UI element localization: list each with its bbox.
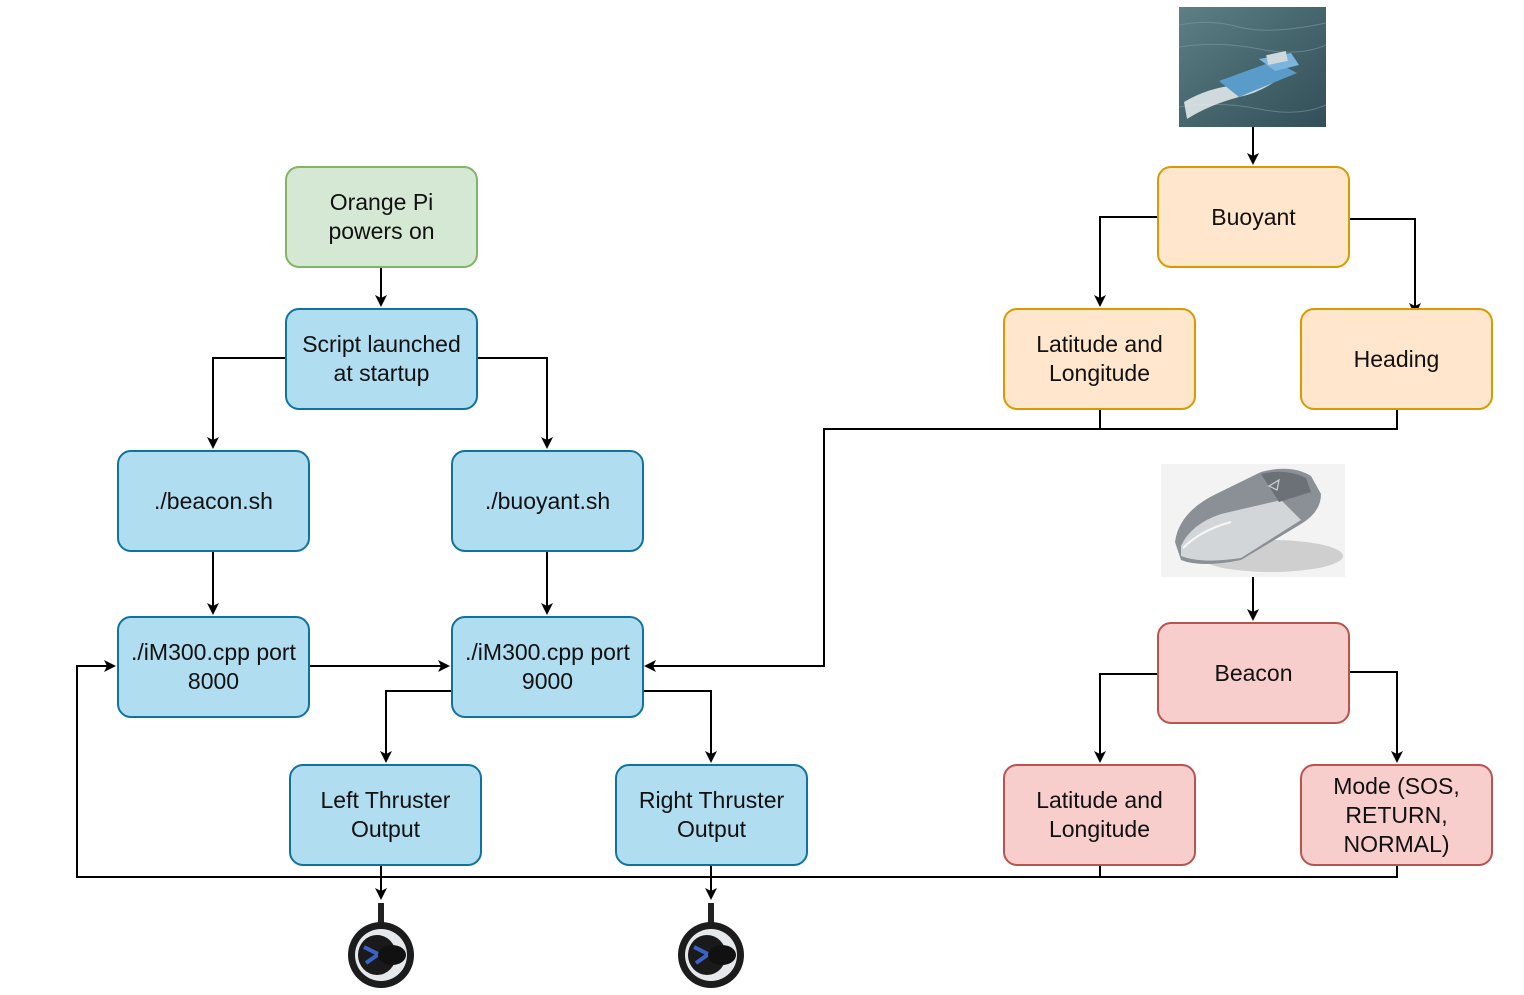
edge-im9000-left-thruster [380, 690, 451, 763]
script-launch-label: Script launched at startup [302, 331, 461, 386]
heading-node: Heading [1300, 308, 1493, 410]
right-thruster-motor-icon [678, 903, 744, 988]
buoyant-sh-label: ./buoyant.sh [484, 487, 611, 514]
beacon-label: Beacon [1214, 659, 1293, 686]
orange-pi-label: Orange Pi powers on [328, 189, 435, 244]
buoyant-label: Buoyant [1211, 203, 1296, 230]
im300-9000-node: ./iM300.cpp port 9000 [451, 616, 644, 718]
edge-beacon-data-im8000 [76, 666, 1398, 878]
buoyant-node: Buoyant [1157, 166, 1350, 268]
edge-buoyant-heading [1349, 218, 1421, 315]
edge-buoyant-data-im9000 [646, 409, 1398, 666]
beacon-latlon-label: Latitude and Longitude [1036, 787, 1163, 842]
edge-beacon-mode [1349, 671, 1403, 763]
buoyant-latlon-node: Latitude and Longitude [1003, 308, 1196, 410]
edge-im9000-right-thruster [643, 690, 717, 763]
edge-beacon-latlon [1094, 673, 1157, 763]
beacon-device-image [1161, 464, 1345, 577]
beacon-sh-node: ./beacon.sh [117, 450, 310, 552]
im300-8000-label: ./iM300.cpp port 8000 [131, 639, 296, 694]
im300-8000-node: ./iM300.cpp port 8000 [117, 616, 310, 718]
beacon-node: Beacon [1157, 622, 1350, 724]
edge-script-beacon-sh [207, 357, 285, 449]
orange-pi-node: Orange Pi powers on [285, 166, 478, 268]
im300-9000-label: ./iM300.cpp port 9000 [465, 639, 630, 694]
boat-photo-image [1179, 7, 1326, 127]
heading-label: Heading [1353, 345, 1440, 372]
buoyant-sh-node: ./buoyant.sh [451, 450, 644, 552]
mode-node: Mode (SOS, RETURN, NORMAL) [1300, 764, 1493, 866]
buoyant-latlon-label: Latitude and Longitude [1036, 331, 1163, 386]
script-launch-node: Script launched at startup [285, 308, 478, 410]
left-thruster-motor-icon [348, 903, 414, 988]
left-thruster-label: Left Thruster Output [320, 787, 451, 842]
mode-label: Mode (SOS, RETURN, NORMAL) [1333, 772, 1460, 857]
right-thruster-node: Right Thruster Output [615, 764, 808, 866]
beacon-latlon-node: Latitude and Longitude [1003, 764, 1196, 866]
edge-buoyant-latlon [1094, 216, 1157, 307]
left-thruster-node: Left Thruster Output [289, 764, 482, 866]
right-thruster-label: Right Thruster Output [638, 787, 785, 842]
beacon-sh-label: ./beacon.sh [154, 487, 273, 514]
edge-script-buoyant-sh [477, 357, 553, 449]
